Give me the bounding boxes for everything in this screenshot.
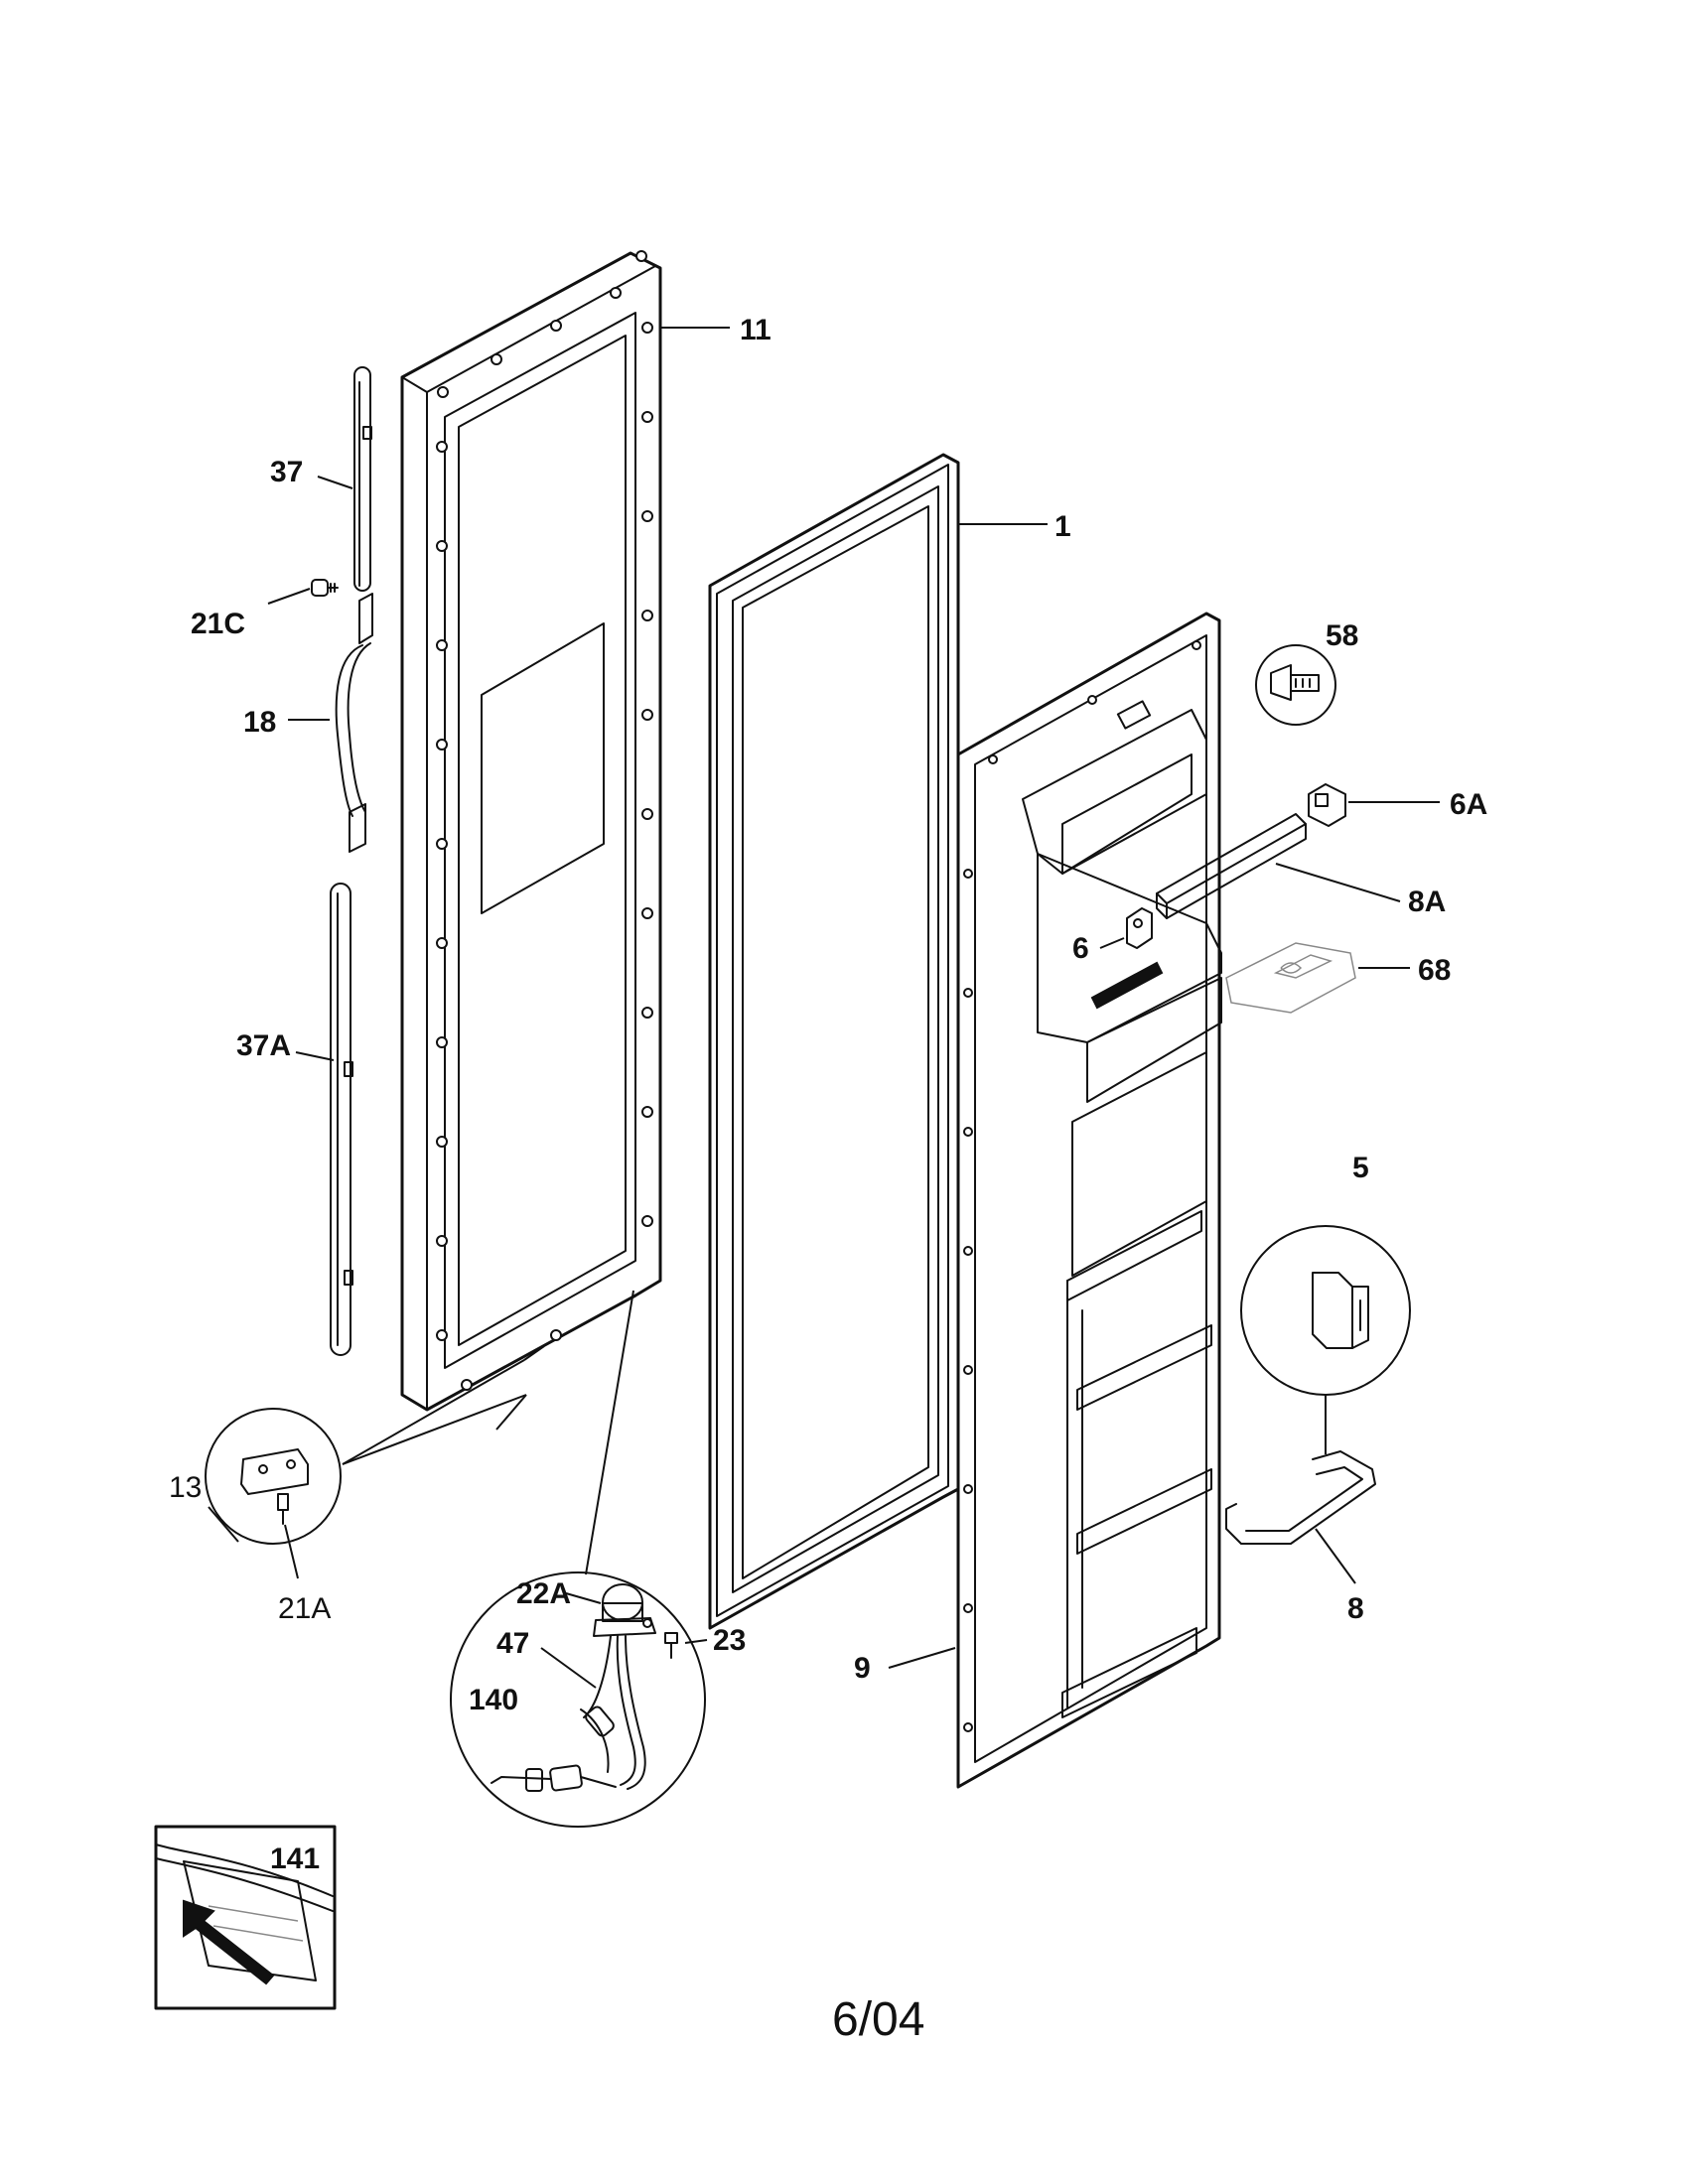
clip-6a: 6A [1308, 783, 1487, 827]
callout-58: 58 [1326, 619, 1358, 652]
callout-21c: 21C [191, 608, 245, 640]
callout-1: 1 [1054, 510, 1071, 543]
liner-holes [963, 640, 1201, 1732]
callout-37a: 37A [236, 1029, 291, 1062]
bracket-6: 6 [1072, 907, 1153, 965]
callout-9: 9 [854, 1652, 871, 1685]
door-panel-11: 11 [400, 250, 772, 1412]
callout-37: 37 [270, 456, 303, 488]
trim-37: 37 [270, 366, 372, 592]
light-socket-detail: 22A 47 23 140 [450, 1290, 746, 1828]
callout-8a: 8A [1408, 886, 1446, 918]
callout-23: 23 [713, 1624, 746, 1657]
rail-8a: 8A [1156, 813, 1446, 919]
inner-liner-9: 9 [854, 612, 1222, 1789]
tray-68: 68 [1225, 942, 1451, 1014]
callout-5: 5 [1352, 1152, 1369, 1184]
callout-141: 141 [270, 1843, 320, 1875]
callout-13: 13 [169, 1471, 202, 1504]
trim-37a: 37A [236, 883, 353, 1356]
callout-140: 140 [469, 1684, 518, 1716]
callout-22a: 22A [516, 1577, 571, 1610]
handle-18: 18 [243, 593, 373, 853]
date-code: 6/04 [832, 1993, 924, 2046]
kit-141-box: 141 [154, 1825, 337, 2010]
hinge-13-detail: 13 21A [169, 1345, 545, 1625]
screw-21c: 21C [191, 579, 339, 640]
gasket-1: 1 [708, 453, 1071, 1630]
callout-6a: 6A [1450, 788, 1487, 821]
callout-18: 18 [243, 706, 276, 739]
callout-8: 8 [1347, 1592, 1364, 1625]
callout-21a: 21A [278, 1592, 331, 1625]
switch-5: 5 [1240, 1152, 1411, 1454]
bracket-8: 8 [1225, 1450, 1376, 1625]
callout-11: 11 [740, 314, 772, 346]
callout-47: 47 [496, 1627, 529, 1660]
callout-68: 68 [1418, 954, 1451, 987]
screw-58: 58 [1255, 619, 1358, 726]
door-panel-holes [436, 250, 653, 1391]
callout-6: 6 [1072, 932, 1089, 965]
